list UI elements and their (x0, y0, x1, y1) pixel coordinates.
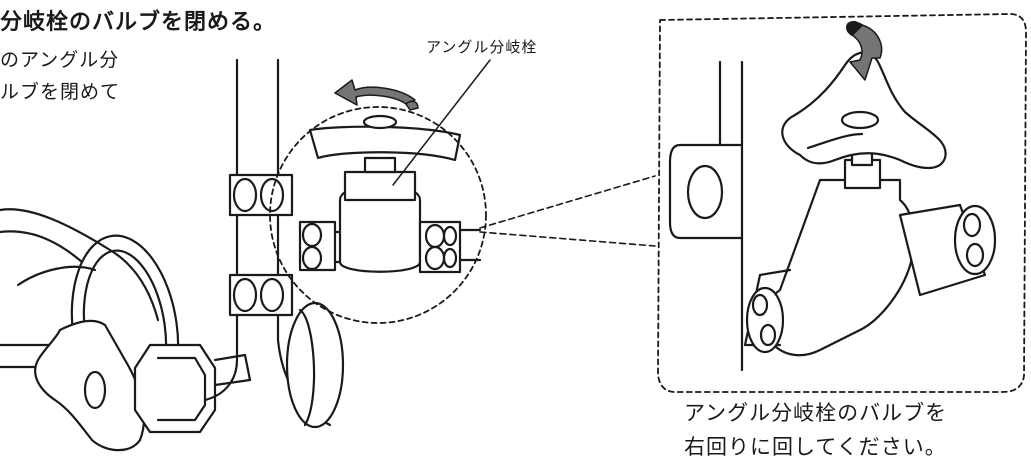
caption-line: アングル分岐栓のバルブを (684, 401, 948, 425)
caption-text: アングル分岐栓のバルブを 右回りに回してください。 (684, 396, 947, 464)
intro-text: のアングル分 ルブを閉めて (0, 44, 120, 108)
connector-line-upper (479, 175, 656, 229)
rotation-arrow-icon (849, 24, 883, 81)
intro-line: のアングル分 (0, 49, 120, 71)
callout-label: アングル分岐栓 (426, 38, 538, 56)
intro-line: ルブを閉めて (0, 81, 121, 103)
caption-line: 右回りに回してください。 (684, 435, 947, 459)
heading-text: 分岐栓のバルブを閉める。 (0, 10, 277, 35)
rotation-arrow-icon (334, 79, 416, 106)
right-detail-illustration (657, 13, 1027, 393)
connector-line-lower (479, 231, 656, 247)
left-faucet-illustration (0, 58, 491, 452)
